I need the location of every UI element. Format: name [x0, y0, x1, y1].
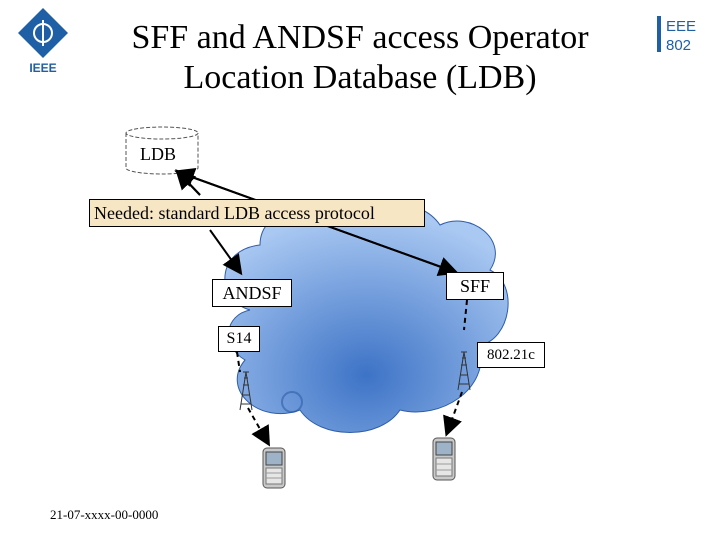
andsf-box: ANDSF [212, 279, 292, 307]
sff-box: SFF [446, 272, 504, 300]
cloud-icon [224, 202, 509, 433]
svg-text:IEEE: IEEE [29, 61, 56, 75]
wireless-links [236, 299, 468, 447]
document-number: 21-07-xxxx-00-0000 [50, 507, 159, 522]
database-icon [125, 126, 199, 175]
antenna-icon [239, 371, 253, 411]
s14-box: S14 [218, 326, 260, 352]
ldb-label: LDB [140, 144, 176, 164]
svg-text:802: 802 [666, 37, 691, 54]
page-title: SFF and ANDSF access Operator Location D… [95, 18, 625, 98]
needed-protocol-label: Needed: standard LDB access protocol [89, 199, 425, 227]
svg-text:EEE: EEE [666, 18, 696, 35]
antenna-icon [457, 351, 471, 391]
mobile-phone-icon [432, 437, 456, 481]
title-line-1: SFF and ANDSF access Operator [131, 19, 589, 56]
title-line-2: Location Database (LDB) [183, 59, 537, 96]
ieee-logo-icon: IEEE [18, 8, 68, 75]
ieee-802-logo-icon: EEE 802 [657, 16, 696, 54]
mobile-phone-icon [262, 447, 286, 489]
ieee-802-21c-box: 802.21c [477, 342, 545, 368]
